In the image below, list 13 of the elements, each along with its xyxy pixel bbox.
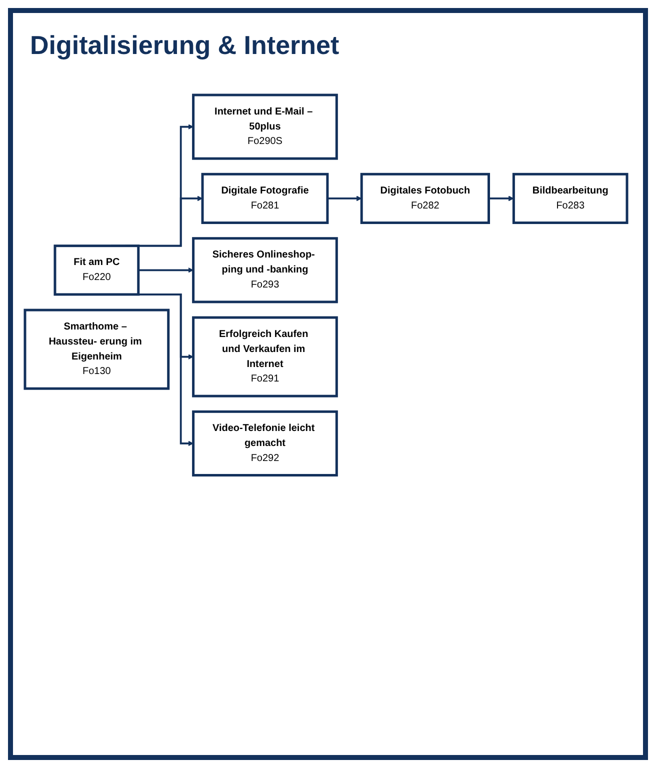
node-box: Smarthome – Haussteu- erung im Eigenheim Fo130 — [24, 308, 170, 390]
node-box: Sicheres Onlineshop- ping und -banking Fo293 — [192, 237, 338, 304]
arrow — [138, 267, 194, 273]
arrow — [488, 196, 514, 202]
arrow — [327, 196, 362, 202]
node-box: Bildbearbeitung Fo283 — [512, 172, 628, 224]
node-box: Digitale Fotografie Fo281 — [201, 172, 329, 224]
node-box: Internet und E-Mail – 50plus Fo290S — [192, 94, 338, 160]
node-box: Fit am PC Fo220 — [54, 244, 140, 296]
node-box: Erfolgreich Kaufen und Verkaufen im Internet Fo291 — [192, 316, 338, 398]
node-box: Digitales Fotobuch Fo282 — [360, 172, 490, 224]
title: Digitalisierung & Internet — [30, 30, 340, 61]
node-box: Video-Telefonie leicht gemacht Fo292 — [192, 410, 338, 476]
